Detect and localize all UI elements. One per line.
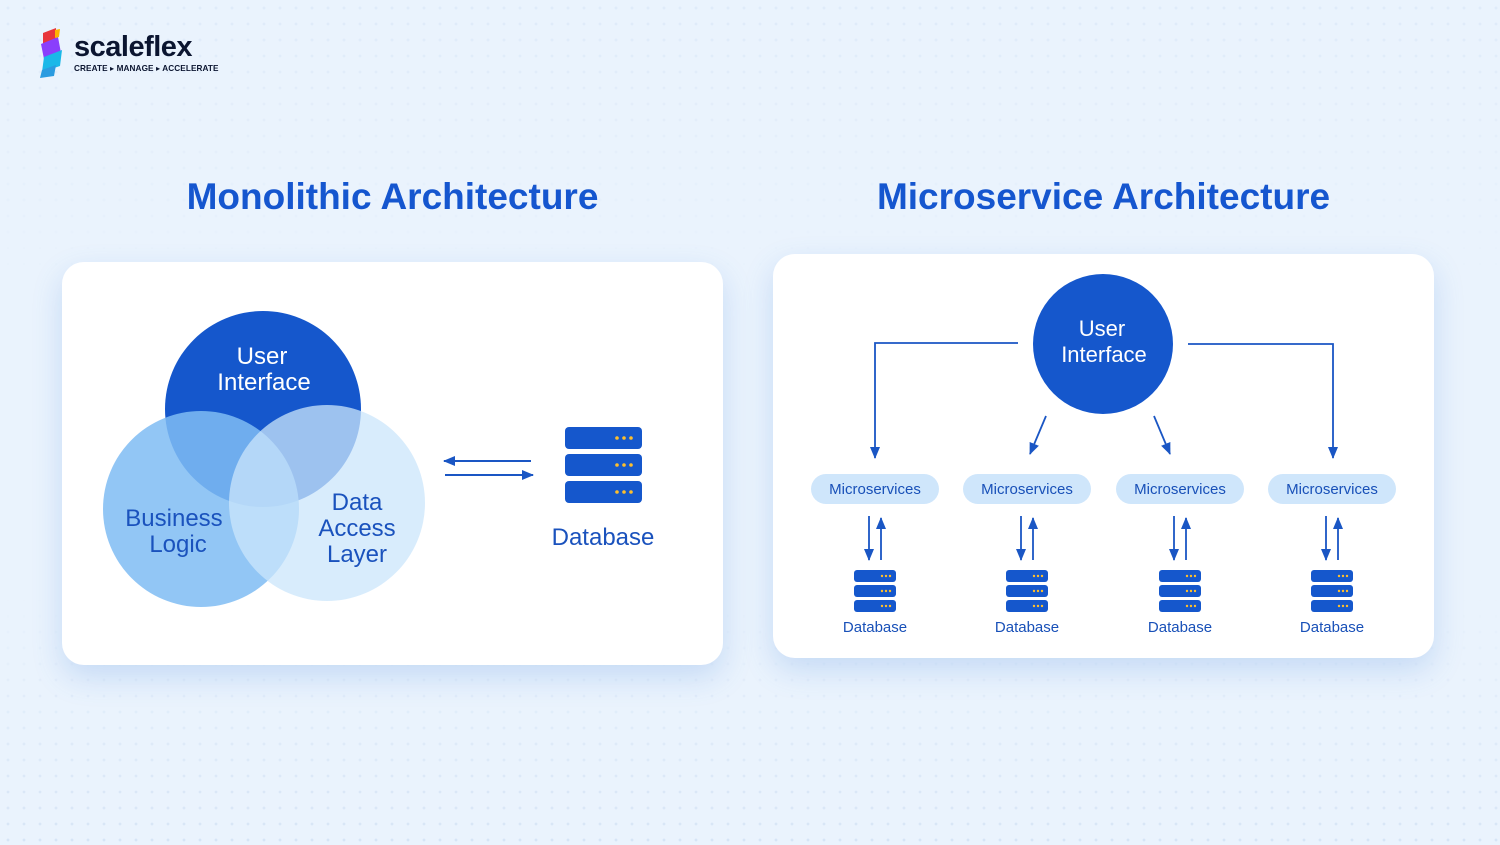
brand-name: scaleflex [74,31,193,63]
microservice-title: Microservice Architecture [876,176,1331,217]
microservice-pill-4[interactable]: Microservices [1268,474,1396,504]
scaleflex-logo[interactable]: scaleflex CREATE ▸ MANAGE ▸ ACCELERATE [38,28,219,78]
microservice-pill-1[interactable]: Microservices [811,474,939,504]
monolithic-title: Monolithic Architecture [186,176,599,217]
microservice-pill-3[interactable]: Microservices [1116,474,1244,504]
ui-connector-arrows [870,342,1338,459]
database-label-4: Database [1299,619,1365,636]
monolithic-diagram: User Interface Business Logic Data Acces… [103,311,655,607]
business-label-line-1: Business [125,505,222,532]
ui-label-line-2: Interface [217,369,310,396]
data-access-layer-circle [229,405,425,601]
dal-label-line-2: Access [318,515,395,542]
microservice-pill-2[interactable]: Microservices [963,474,1091,504]
dal-label-line-3: Layer [327,541,387,568]
ui-label-line-1: User [1079,316,1125,341]
user-interface-circle [1033,274,1173,414]
microservice-diagram: User Interface [870,274,1338,459]
dal-label-line-1: Data [332,489,383,516]
ui-label-line-1: User [237,343,288,370]
ui-label-line-2: Interface [1061,342,1147,367]
scaleflex-logo-icon [40,28,62,78]
database-label-2: Database [994,619,1060,636]
monolithic-panel: User Interface Business Logic Data Acces… [62,262,723,665]
database-label-1: Database [842,619,908,636]
microservice-panel: User Interface Microservices Microservic… [773,254,1434,658]
database-label: Database [552,524,655,551]
database-icon [565,427,642,503]
database-label-3: Database [1147,619,1213,636]
business-label-line-2: Logic [149,531,206,558]
bidirectional-arrow-icon [443,456,534,480]
brand-tagline: CREATE ▸ MANAGE ▸ ACCELERATE [74,64,219,73]
